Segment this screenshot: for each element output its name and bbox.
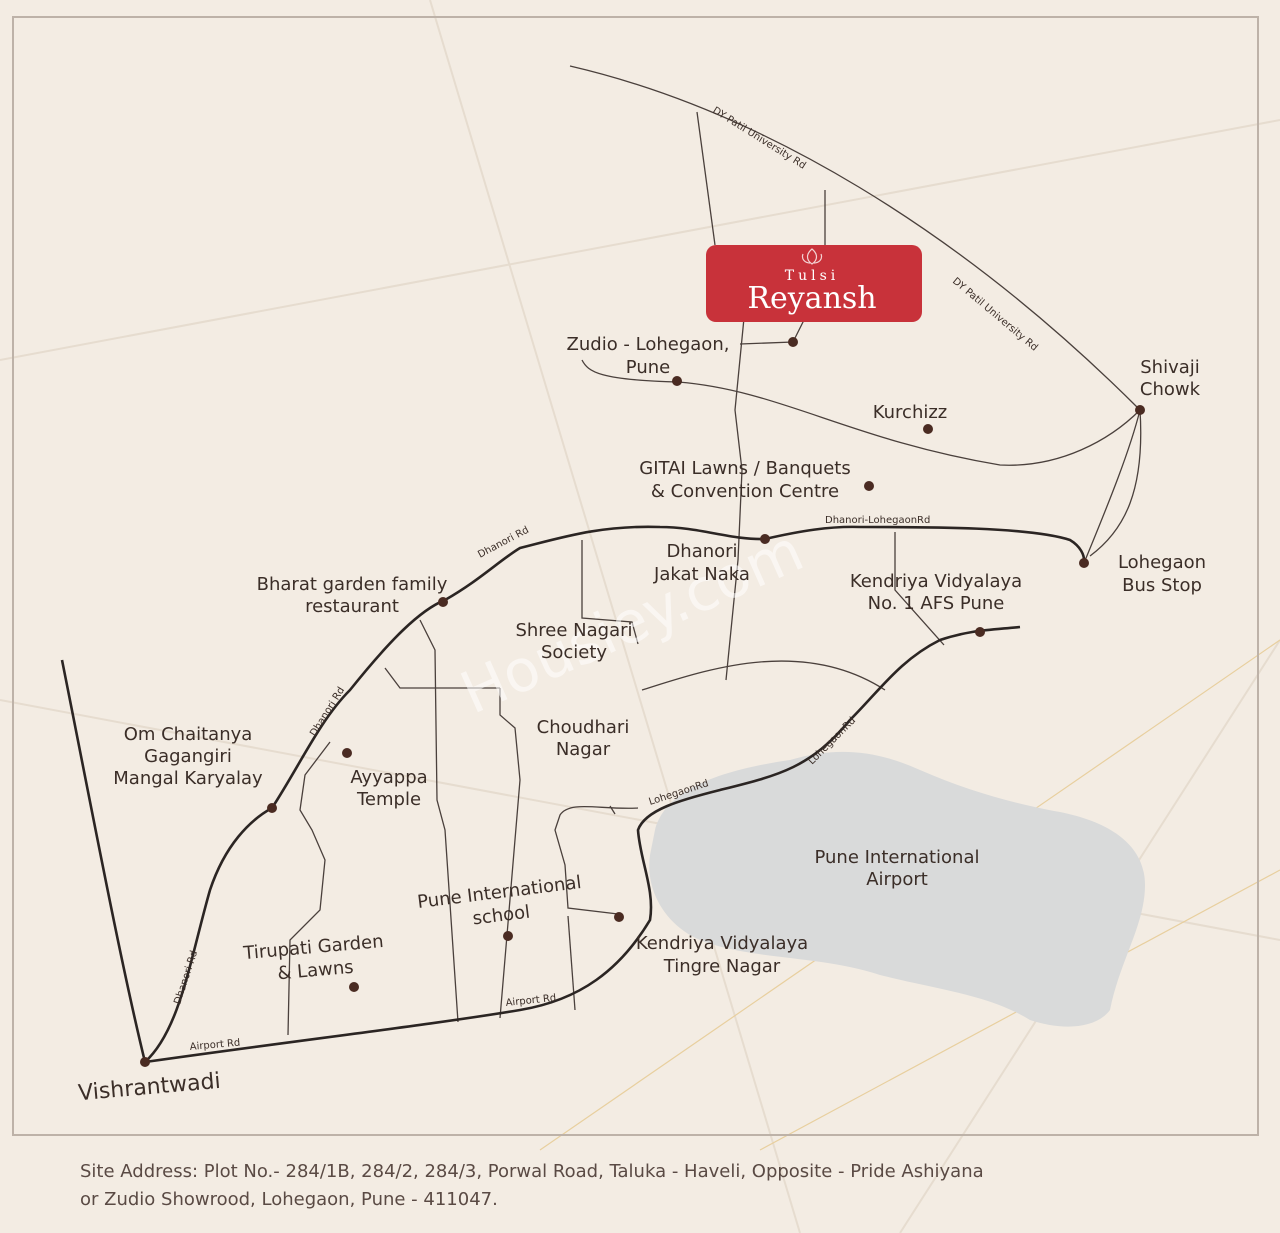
label-lohegaon-line1: Lohegaon (1118, 552, 1206, 573)
marker-kendriya-vidyalaya-tingre (614, 912, 624, 922)
road-label-airport-2: Airport Rd (505, 993, 557, 1009)
label-kv-tingre-line2: Tingre Nagar (663, 956, 781, 977)
marker-pune-international-school (503, 931, 513, 941)
marker-ayyappa-temple (342, 748, 352, 758)
label-kurchizz: Kurchizz (873, 402, 948, 423)
label-dhanori-line1: Dhanori (666, 541, 737, 562)
marker-lohegaon-bus-stop (1079, 558, 1089, 568)
major-roads (60, 525, 1086, 1064)
label-lohegaon-line2: Bus Stop (1122, 575, 1202, 596)
marker-bharat-garden (438, 597, 448, 607)
label-shree-line1: Shree Nagari (515, 620, 632, 641)
label-dhanori-line2: Jakat Naka (653, 564, 750, 585)
label-kv-afs-line1: Kendriya Vidyalaya (850, 571, 1022, 592)
western-road (60, 659, 147, 1063)
map-frame (12, 16, 1259, 1136)
address-line2: or Zudio Showrood, Lohegaon, Pune - 4110… (80, 1189, 498, 1210)
project-logo: Tulsi Reyansh (706, 245, 922, 322)
label-airport-line2: Airport (866, 869, 928, 890)
marker-gitai (864, 481, 874, 491)
label-ayyappa-line1: Ayyappa (350, 767, 427, 788)
label-om-line1: Om Chaitanya (124, 724, 253, 745)
label-bharat-line1: Bharat garden family (257, 574, 448, 595)
marker-om-chaitanya (267, 803, 277, 813)
site-address: Site Address: Plot No.- 284/1B, 284/2, 2… (80, 1158, 1080, 1214)
label-zudio-line2: Pune (626, 357, 670, 378)
label-shivaji-line1: Shivaji (1140, 357, 1200, 378)
logo-line2: Reyansh (747, 281, 876, 316)
label-shivaji-line2: Chowk (1140, 379, 1201, 400)
marker-vishrantwadi (140, 1057, 150, 1067)
minor-roads (287, 65, 1142, 1036)
marker-zudio (788, 337, 798, 347)
label-om-line3: Mangal Karyalay (113, 768, 263, 789)
label-choudhari-line1: Choudhari (537, 717, 630, 738)
dy-patil-university-road (569, 65, 1141, 411)
label-kv-afs-line2: No. 1 AFS Pune (868, 593, 1005, 614)
label-gitai-line2: & Convention Centre (651, 481, 839, 502)
marker-tirupati-garden (349, 982, 359, 992)
logo-line1: Tulsi (785, 268, 840, 284)
label-airport-line1: Pune International (814, 847, 979, 868)
marker-dhanori-jakat-naka (760, 534, 770, 544)
point-markers (140, 337, 1145, 1067)
road-label-dhanori-lohegaon: Dhanori-LohegaonRd (825, 515, 930, 526)
marker-kendriya-vidyalaya-afs (975, 627, 985, 637)
airport-lohegaon-road (144, 625, 1021, 1064)
label-shree-line2: Society (541, 642, 607, 663)
label-zudio-line1: Zudio - Lohegaon, (567, 334, 730, 355)
label-ayyappa-line2: Temple (356, 789, 421, 810)
marker-shivaji-chowk (1135, 405, 1145, 415)
label-om-line2: Gagangiri (144, 746, 232, 767)
label-choudhari-line2: Nagar (556, 739, 611, 760)
address-line1: Site Address: Plot No.- 284/1B, 284/2, 2… (80, 1161, 984, 1182)
airport-area (649, 751, 1145, 1027)
label-kv-tingre-line1: Kendriya Vidyalaya (636, 933, 808, 954)
marker-zudio-pune (672, 376, 682, 386)
leaf-icon (801, 248, 823, 265)
dhanori-road (144, 525, 1086, 1063)
label-gitai-line1: GITAI Lawns / Banquets (639, 458, 850, 479)
road-label-airport-1: Airport Rd (189, 1038, 240, 1053)
marker-kurchizz (923, 424, 933, 434)
logo-box (706, 245, 922, 322)
label-bharat-line2: restaurant (305, 596, 399, 617)
